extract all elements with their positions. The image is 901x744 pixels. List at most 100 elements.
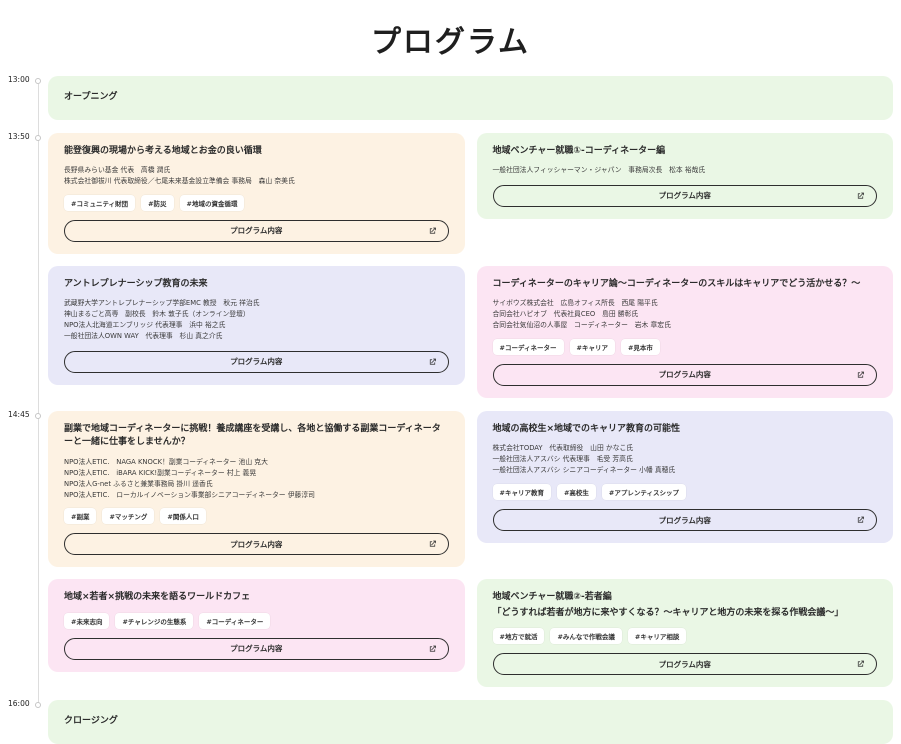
session-card: アントレプレナーシップ教育の未来 武蔵野大学アントレプレナーシップ学部EMC 教…	[48, 265, 465, 385]
session-tags: #地方で就活 #みんなで作戦会議 #キャリア相談	[492, 628, 878, 645]
open-in-new-icon	[429, 358, 436, 365]
session-speakers: サイボウズ株式会社 広島オフィス所長 西尾 陽平氏合同会社ハピオブ 代表社員CE…	[493, 298, 878, 331]
tag-chip: #地域の資金循環	[179, 194, 245, 211]
schedule-section: 13:00 オープニング	[8, 75, 893, 120]
session-title: オープニング	[64, 92, 118, 102]
program-page: プログラム 13:00 オープニング 13:50 能登復興の現場から考える地域と…	[0, 17, 901, 744]
session-card: 能登復興の現場から考える地域とお金の良い循環 長野県みらい基金 代表 高橋 潤氏…	[48, 132, 465, 254]
time-label: 13:50	[8, 131, 30, 141]
program-button-label: プログラム内容	[658, 370, 711, 380]
session-tags: #キャリア教育#高校生#アプレンティスシップ	[492, 484, 878, 500]
speaker-line: 一般社団法人OWN WAY 代表理事 杉山 真之介氏	[64, 331, 223, 340]
program-content-button[interactable]: プログラム内容	[492, 363, 877, 386]
tag-chip: #みんなで作戦会議	[550, 628, 622, 645]
tag-chip: #キャリア	[569, 338, 615, 355]
program-content-button[interactable]: プログラム内容	[64, 637, 449, 660]
open-in-new-icon	[429, 541, 436, 547]
timeline-dot	[35, 412, 41, 419]
tag-chip: #キャリア相談	[627, 628, 687, 645]
cards-grid: オープニング	[48, 76, 893, 120]
speaker-line: 合同会社ハピオブ 代表社員CEO 島田 勝彰氏	[492, 310, 639, 319]
tag-chip: #地方で就活	[492, 628, 545, 645]
session-title: 地域の高校生×地域でのキャリア教育の可能性	[492, 423, 681, 434]
session-card: 地域ベンチャー就職②-若者編 「どうすれば若者が地方に来やすくなる？～キャリアと…	[476, 579, 893, 688]
timeline: 13:00 オープニング 13:50 能登復興の現場から考える地域とお金の良い循…	[0, 75, 901, 744]
program-button-label: プログラム内容	[230, 226, 283, 236]
speaker-line: 株式会社TODAY 代表取締役 山田 かなこ氏	[492, 444, 634, 453]
session-speakers: NPO法人ETIC. NAGA KNOCK！副業コーディネーター 池山 克大 NP…	[64, 457, 449, 501]
program-button-label: プログラム内容	[230, 539, 283, 549]
tag-chip: #コーディネーター	[199, 612, 271, 629]
time-label: 14:45	[8, 409, 30, 419]
program-content-button[interactable]: プログラム内容	[64, 350, 449, 373]
session-title: コーディネーターのキャリア論～コーディネーターのスキルはキャリアでどう活かせる？…	[492, 278, 861, 289]
tag-chip: #見本市	[620, 338, 660, 355]
session-title: アントレプレナーシップ教育の未来	[64, 278, 208, 289]
timeline-dot	[35, 702, 41, 709]
open-in-new-icon	[857, 371, 864, 378]
session-card: 地域ベンチャー就職①-コーディネーター編 一般社団法人フィッシャーマン・ジャパン…	[476, 132, 893, 219]
speaker-line: NPO法人ETIC. NAGA KNOCK！副業コーディネーター 池山 克大	[64, 457, 268, 466]
open-in-new-icon	[429, 227, 436, 234]
session-tags: #副業#マッチング#関係人口	[64, 508, 449, 525]
timeline-dot	[35, 78, 41, 84]
open-in-new-icon	[857, 192, 864, 199]
time-label: 13:00	[8, 75, 30, 84]
program-content-button[interactable]: プログラム内容	[492, 184, 877, 207]
speaker-line: 一般社団法人アスバシ シニアコーディネーター 小幡 真穂氏	[492, 466, 676, 475]
speaker-line: NPO法人北海道エンブリッジ 代表理事 浜中 裕之氏	[64, 321, 226, 329]
session-title: 地域ベンチャー就職①-コーディネーター編	[492, 145, 666, 156]
tag-chip: #コミュニティ財団	[64, 194, 136, 211]
tag-chip: #防災	[141, 194, 174, 211]
session-card: 地域×若者×挑戦の未来を語るワールドカフェ #未来志向 #チャレンジの生態系 #コー…	[48, 579, 465, 672]
schedule-section: 16:00 クロージング	[8, 699, 893, 744]
speaker-line: 一般社団法人アスバシ 代表理事 毛受 芳高氏	[492, 455, 633, 464]
session-card: オープニング	[48, 76, 893, 120]
session-title: 地域ベンチャー就職②-若者編	[492, 592, 612, 603]
speaker-line: NPO法人ETIC. ローカルイノベーション事業部シニアコーディネーター 伊藤淳…	[64, 490, 315, 499]
session-title: 地域×若者×挑戦の未来を語るワールドカフェ	[64, 592, 251, 603]
open-in-new-icon	[857, 516, 864, 523]
speaker-line: 合同会社気仙沼の人事屋 コーディネーター 岩木 章宏氏	[492, 321, 671, 329]
time-label: 16:00	[8, 699, 30, 709]
session-card: 地域の高校生×地域でのキャリア教育の可能性 株式会社TODAY 代表取締役 山田…	[476, 410, 893, 543]
schedule-section: 13:50 能登復興の現場から考える地域とお金の良い循環 長野県みらい基金 代表…	[8, 132, 893, 398]
tag-chip: #コーディネーター	[492, 338, 564, 355]
tag-chip: #マッチング	[102, 508, 155, 525]
speaker-line: 神山まるごと高専 副校長 鈴木 敦子氏（オンライン登壇）	[64, 310, 250, 319]
tag-chip: #副業	[64, 508, 97, 525]
session-speakers: 長野県みらい基金 代表 高橋 潤氏株式会社御祓川 代表取締役／七尾未来基金設立準…	[64, 165, 449, 187]
session-title: 副業で地域コーディネーターに挑戦！養成講座を受講し、各地と協働する副業コーディネ…	[64, 423, 441, 448]
tag-chip: #高校生	[556, 484, 596, 500]
session-tags: #コミュニティ財団 #防災 #地域の資金循環	[64, 194, 449, 211]
session-card: クロージング	[48, 700, 893, 744]
session-card: 副業で地域コーディネーターに挑戦！養成講座を受講し、各地と協働する副業コーディネ…	[48, 410, 465, 568]
session-speakers: 武蔵野大学アントレプレナーシップ学部EMC 教授 秋元 祥治氏神山まるごと高専 …	[64, 298, 449, 342]
speaker-line: 一般社団法人フィッシャーマン・ジャパン 事務局次長 松本 裕哉氏	[492, 166, 706, 174]
program-content-button[interactable]: プログラム内容	[64, 219, 449, 242]
session-subtitle: 「どうすれば若者が地方に来やすくなる？～キャリアと地方の未来を探る作戦会議～」	[492, 607, 844, 618]
session-card: コーディネーターのキャリア論～コーディネーターのスキルはキャリアでどう活かせる？…	[476, 265, 893, 398]
open-in-new-icon	[857, 661, 864, 667]
program-button-label: プログラム内容	[658, 191, 711, 201]
session-speakers: 株式会社TODAY 代表取締役 山田 かなこ氏一般社団法人アスバシ 代表理事 毛…	[493, 443, 878, 476]
tag-chip: #未来志向	[64, 612, 110, 629]
cards-grid: クロージング	[48, 700, 893, 744]
program-content-button[interactable]: プログラム内容	[64, 533, 449, 556]
cards-grid: 副業で地域コーディネーターに挑戦！養成講座を受講し、各地と協働する副業コーディネ…	[48, 410, 893, 688]
program-button-label: プログラム内容	[658, 659, 711, 669]
program-content-button[interactable]: プログラム内容	[492, 509, 877, 531]
speaker-line: 武蔵野大学アントレプレナーシップ学部EMC 教授 秋元 祥治氏	[64, 299, 260, 308]
speaker-line: サイボウズ株式会社 広島オフィス所長 西尾 陽平氏	[492, 299, 658, 308]
cards-grid: 能登復興の現場から考える地域とお金の良い循環 長野県みらい基金 代表 高橋 潤氏…	[48, 132, 893, 398]
speaker-line: 長野県みらい基金 代表 高橋 潤氏	[64, 166, 171, 174]
speaker-line: 株式会社御祓川 代表取締役／七尾未来基金設立準備会 事務局 森山 奈美氏	[64, 176, 295, 185]
page-title: プログラム	[370, 25, 531, 60]
session-tags: #未来志向 #チャレンジの生態系 #コーディネーター	[64, 612, 449, 629]
tag-chip: #アプレンティスシップ	[601, 484, 686, 500]
program-button-label: プログラム内容	[658, 515, 711, 525]
program-content-button[interactable]: プログラム内容	[492, 653, 877, 676]
speaker-line: NPO法人G-net ふるさと兼業事務局 掛川 遥香氏	[64, 479, 213, 488]
program-button-label: プログラム内容	[230, 644, 283, 654]
tag-chip: #チャレンジの生態系	[115, 612, 194, 629]
